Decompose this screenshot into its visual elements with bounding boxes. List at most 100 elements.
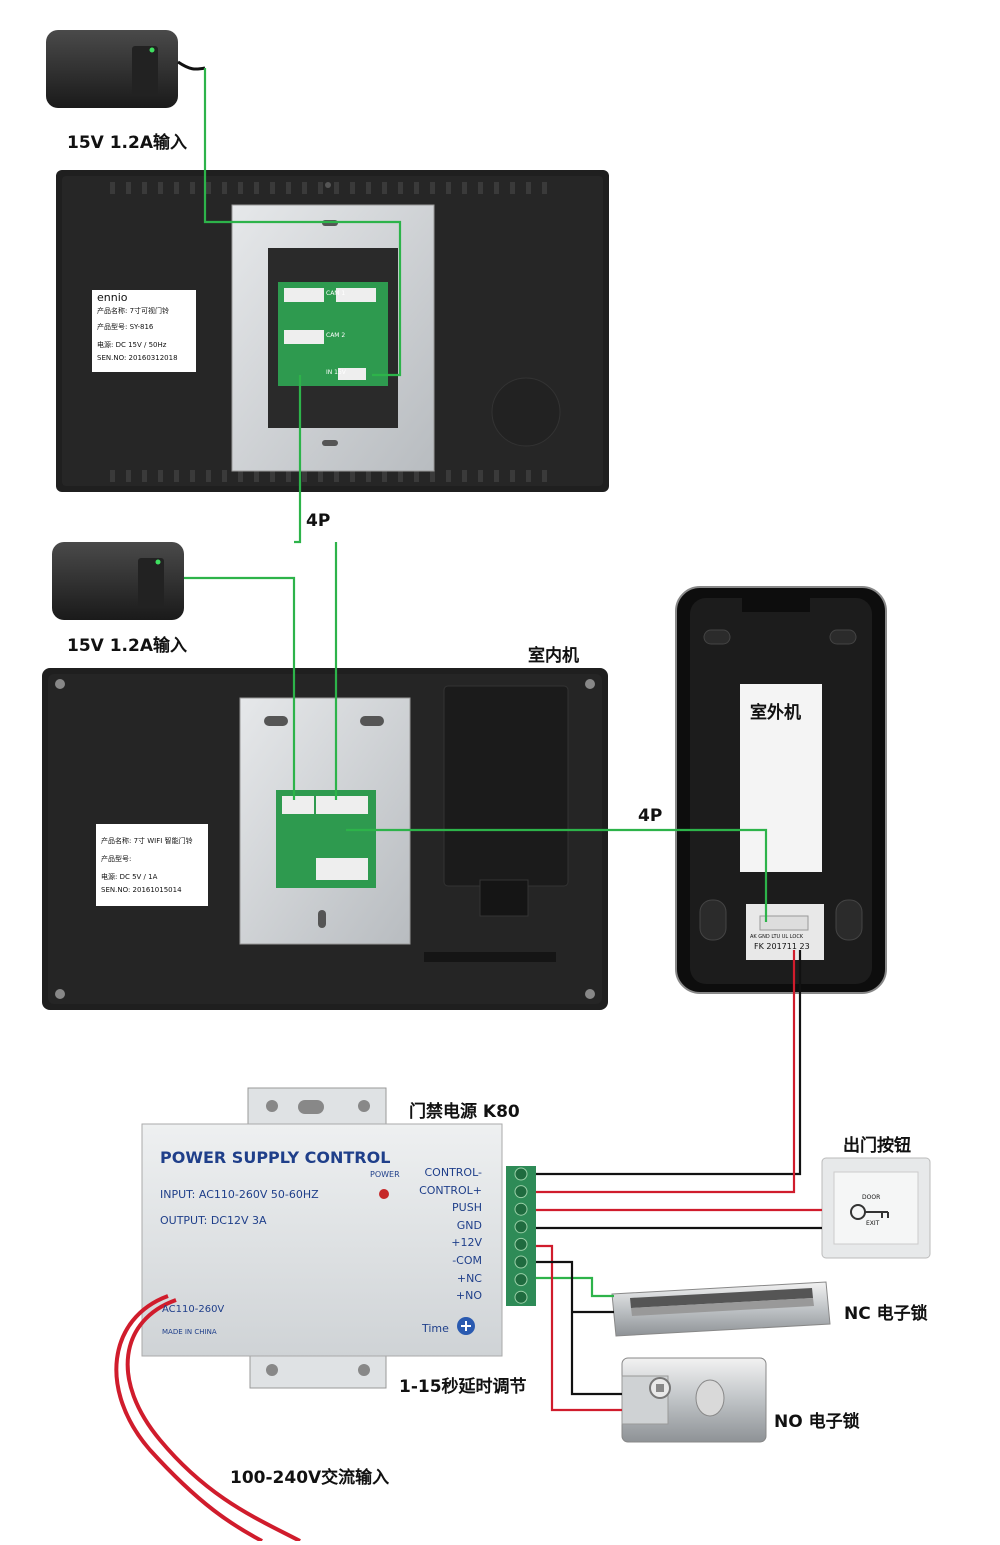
vent-slot <box>126 182 131 194</box>
vent-slot <box>510 470 515 482</box>
wire-com-no-lock <box>536 1260 622 1396</box>
psu-terminal-label: +NO <box>455 1289 482 1303</box>
monitor1-board-cam1: CAM 1 <box>326 290 346 297</box>
power-adapter-1 <box>46 30 206 108</box>
wire-4p-monitor1-monitor2-a <box>294 375 302 544</box>
psu-output: OUTPUT: DC12V 3A <box>160 1214 267 1227</box>
wire-12v-nc-lock <box>536 1244 622 1412</box>
vent-slot <box>254 470 259 482</box>
wire-psu-nc-lock <box>536 1276 614 1298</box>
vent-slots <box>110 182 547 482</box>
indoor-unit-label: 室内机 <box>528 646 579 666</box>
ac-input-label: 100-240V交流输入 <box>230 1468 390 1488</box>
vent-slot <box>366 182 371 194</box>
terminal-block <box>514 1167 528 1304</box>
vent-slot <box>526 182 531 194</box>
vent-slot <box>430 182 435 194</box>
monitor1-board-in: IN 15V <box>326 369 346 376</box>
outdoor-serial: FK 201711 23 <box>754 942 810 951</box>
vent-slot <box>494 470 499 482</box>
vent-slot <box>286 182 291 194</box>
vent-slot <box>238 470 243 482</box>
monitor1-power: 电源: DC 15V / 50Hz <box>97 341 167 349</box>
psu-terminal-label: +NC <box>456 1271 482 1285</box>
vent-slot <box>222 182 227 194</box>
psu-terminal-label: -COM <box>452 1254 482 1267</box>
indoor-monitor-1 <box>56 170 609 492</box>
outdoor-pin-labels: AK GND LTU UL LOCK <box>750 934 804 940</box>
psu-terminal-label: +12V <box>451 1236 482 1250</box>
wire-adapter2-monitor2 <box>184 576 296 800</box>
monitor2-power: 电源: DC 5V / 1A <box>101 873 158 881</box>
vent-slot <box>334 470 339 482</box>
vent-slot <box>414 470 419 482</box>
terminal-screw <box>514 1202 528 1216</box>
psu-terminal-label: CONTROL- <box>424 1166 483 1179</box>
vent-slot <box>158 182 163 194</box>
vent-slot <box>478 182 483 194</box>
psu-terminal-label: GND <box>456 1218 482 1232</box>
exit-button-label: 出门按钮 <box>843 1136 911 1156</box>
power-adapter-2 <box>52 542 184 620</box>
vent-slot <box>270 182 275 194</box>
vent-slot <box>110 470 115 482</box>
terminal-screw <box>514 1185 528 1199</box>
wire-outdoor-control-minus <box>536 950 802 1176</box>
psu-input: INPUT: AC110-260V 50-60HZ <box>160 1188 319 1201</box>
monitor1-brand: ennio <box>97 291 128 304</box>
no-lock-label: NO 电子锁 <box>774 1412 860 1432</box>
vent-slot <box>126 470 131 482</box>
vent-slot <box>206 182 211 194</box>
terminal-screw <box>514 1273 528 1287</box>
red-black-wires <box>114 950 822 1543</box>
monitor1-model: 产品型号: SY-816 <box>97 323 154 331</box>
vent-slot <box>478 470 483 482</box>
psu-time: Time <box>422 1322 449 1335</box>
delay-adjust-label: 1-15秒延时调节 <box>399 1377 527 1397</box>
vent-slot <box>302 182 307 194</box>
vent-slot <box>222 470 227 482</box>
vent-slot <box>350 470 355 482</box>
exit-device-top-text: DOOR <box>862 1194 881 1201</box>
vent-slot <box>318 470 323 482</box>
green-wires <box>184 68 768 1298</box>
monitor2-serial: SEN.NO: 20161015014 <box>101 886 182 894</box>
psu-made-in: MADE IN CHINA <box>162 1328 217 1336</box>
connector-4p-label-2: 4P <box>638 806 663 826</box>
vent-slot <box>398 182 403 194</box>
vent-slot <box>350 182 355 194</box>
power-supply-k80 <box>141 1087 536 1389</box>
nc-lock-label: NC 电子锁 <box>844 1304 928 1324</box>
vent-slot <box>254 182 259 194</box>
vent-slot <box>334 182 339 194</box>
vent-slot <box>286 470 291 482</box>
terminal-screw <box>514 1220 528 1234</box>
wire-adapter1-monitor1 <box>203 68 402 377</box>
exit-button-device <box>821 1157 931 1259</box>
psu-power-led-label: POWER <box>370 1170 400 1179</box>
wire-4p-monitor2-outdoor <box>346 828 768 922</box>
ac-power-cord-2 <box>114 1294 263 1543</box>
psu-title: POWER SUPPLY CONTROL <box>160 1148 391 1167</box>
vent-slot <box>446 470 451 482</box>
vent-slot <box>158 470 163 482</box>
vent-slot <box>190 470 195 482</box>
vent-slot <box>174 182 179 194</box>
psu-terminal-label: PUSH <box>452 1201 482 1215</box>
exit-device-bottom-text: EXIT <box>866 1220 880 1227</box>
power-input-label-1: 15V 1.2A输入 <box>67 133 188 153</box>
wire-outdoor-control-plus <box>536 950 796 1194</box>
vent-slot <box>190 182 195 194</box>
outdoor-unit-label: 室外机 <box>750 703 801 723</box>
vent-slot <box>494 182 499 194</box>
terminal-screw <box>514 1167 528 1181</box>
outdoor-unit <box>675 586 887 994</box>
vent-slot <box>206 470 211 482</box>
vent-slot <box>270 470 275 482</box>
vent-slot <box>462 470 467 482</box>
vent-slot <box>542 182 547 194</box>
vent-slot <box>398 470 403 482</box>
monitor2-product-name: 产品名称: 7寸 WIFI 智能门铃 <box>101 837 193 845</box>
no-electric-lock <box>621 1357 767 1443</box>
